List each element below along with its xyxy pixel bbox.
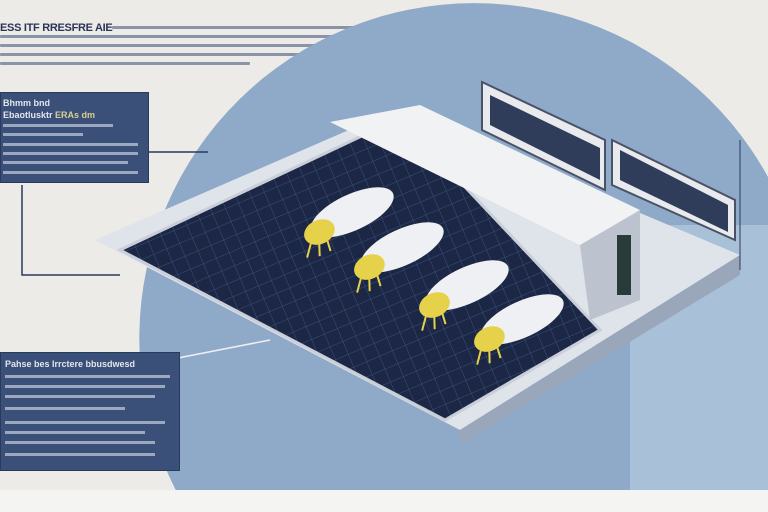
rear-unit-window (620, 150, 728, 232)
engine-housing (330, 105, 640, 245)
text-line (0, 35, 504, 38)
callout-accent-text: ERAs dm (55, 110, 96, 120)
text-line (0, 53, 504, 56)
rear-unit-window (490, 95, 600, 180)
text-line (5, 375, 170, 378)
text-line (5, 431, 145, 434)
text-line (5, 421, 165, 424)
text-line (0, 62, 250, 65)
text-line (3, 124, 113, 127)
callout-subheading: Ebaotlusktr ERAs dm (3, 110, 95, 120)
thruster-nozzle (354, 222, 444, 293)
text-line (112, 26, 504, 29)
text-line (3, 143, 138, 146)
text-line (5, 453, 155, 456)
platform-edge (460, 255, 740, 445)
solar-panel-border (116, 116, 603, 422)
thruster-nozzle (419, 260, 509, 331)
housing-vent (617, 235, 631, 295)
page-title: ESS ITF RRESFRE AIE (0, 22, 113, 34)
callout-subheading-text: Ebaotlusktr (3, 110, 53, 120)
thruster-nozzles (304, 187, 564, 365)
text-line (5, 441, 155, 444)
callout-heading: Bhmm bnd (3, 98, 50, 108)
connector-line (21, 185, 120, 276)
text-line (0, 44, 504, 47)
connector-line (177, 339, 271, 359)
footer-band (0, 490, 768, 512)
callout-top: Bhmm bnd Ebaotlusktr ERAs dm (0, 92, 149, 183)
callout-heading: Pahse bes Irrctere bbusdwesd (5, 359, 136, 369)
text-line (3, 161, 128, 164)
text-line (5, 385, 165, 388)
text-line (5, 407, 125, 410)
thruster-nozzle (474, 294, 564, 365)
thruster-nozzle (304, 187, 394, 258)
text-line (3, 171, 138, 174)
text-line (5, 395, 155, 398)
text-line (3, 152, 138, 155)
text-line (3, 133, 83, 136)
callout-bottom: Pahse bes Irrctere bbusdwesd (0, 352, 180, 471)
